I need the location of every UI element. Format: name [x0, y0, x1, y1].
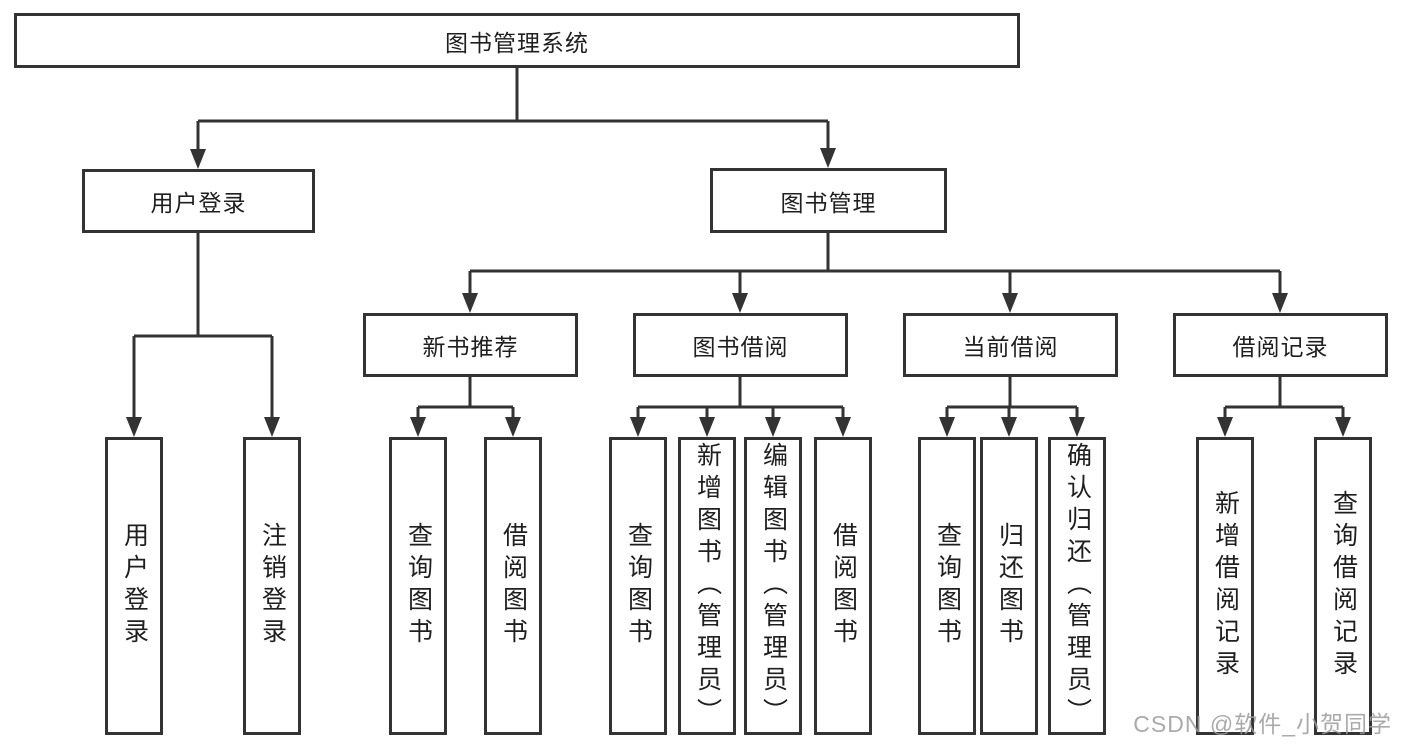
node-label: 编辑图书（管理员）: [759, 442, 788, 730]
arrow-leaf-logout: [264, 417, 280, 437]
node-label: 注销登录: [258, 522, 287, 650]
leaf-borrow-query-books: 查询图书: [609, 437, 667, 735]
leaf-return-books: 归还图书: [980, 437, 1038, 735]
arrow-nb-borrow: [505, 417, 521, 437]
node-label: 确认归还（管理员）: [1063, 442, 1092, 730]
node-label: 图书管理系统: [445, 29, 589, 56]
node-current-borrow: 当前借阅: [903, 313, 1118, 377]
leaf-user-login: 用户登录: [105, 437, 163, 735]
node-label: 用户登录: [120, 522, 149, 650]
node-label: 用户登录: [150, 190, 247, 216]
node-label: 借阅记录: [1232, 334, 1329, 360]
node-book-management: 图书管理: [710, 168, 947, 233]
arrow-book-borrow: [732, 293, 748, 313]
leaf-query-borrow-record: 查询借阅记录: [1314, 437, 1372, 735]
leaf-borrow-books: 借阅图书: [814, 437, 872, 735]
node-new-book-recommend: 新书推荐: [363, 313, 578, 377]
arrow-cb-return: [1001, 417, 1017, 437]
arrow-current-borrow: [1002, 293, 1018, 313]
leaf-add-books-admin: 新增图书（管理员）: [678, 437, 736, 735]
node-label: 查询图书: [933, 522, 962, 650]
arrow-bb-edit: [765, 417, 781, 437]
node-user-login: 用户登录: [82, 169, 315, 233]
watermark: CSDN @软件_小贺同学: [1133, 711, 1392, 737]
arrow-nb-query: [410, 417, 426, 437]
arrow-cb-query: [939, 417, 955, 437]
arrow-book-management: [820, 148, 836, 168]
arrow-cb-confirm: [1069, 417, 1085, 437]
arrow-bb-borrow: [835, 417, 851, 437]
arrow-br-add: [1217, 417, 1233, 437]
arrow-user-login: [190, 149, 206, 169]
node-label: 查询图书: [624, 522, 653, 650]
node-label: 图书管理: [780, 189, 877, 216]
leaf-confirm-return-admin: 确认归还（管理员）: [1048, 437, 1106, 735]
leaf-edit-books-admin: 编辑图书（管理员）: [744, 437, 802, 735]
leaf-newbook-query-books: 查询图书: [389, 437, 447, 735]
arrowheads: [126, 148, 1351, 437]
node-label: 借阅图书: [499, 522, 528, 650]
node-book-borrow: 图书借阅: [633, 313, 848, 377]
leaf-add-borrow-record: 新增借阅记录: [1196, 437, 1254, 735]
leaf-current-query-books: 查询图书: [918, 437, 976, 735]
node-label: 新增图书（管理员）: [693, 442, 722, 730]
leaf-logout: 注销登录: [243, 437, 301, 735]
node-borrow-records: 借阅记录: [1173, 313, 1388, 377]
node-label: 借阅图书: [829, 522, 858, 650]
arrow-br-query: [1335, 417, 1351, 437]
node-label: 查询借阅记录: [1329, 490, 1358, 682]
node-label: 新书推荐: [422, 334, 519, 360]
node-label: 图书借阅: [692, 334, 789, 360]
node-label: 归还图书: [995, 522, 1024, 650]
node-library-management-system: 图书管理系统: [14, 13, 1020, 68]
node-label: 当前借阅: [962, 334, 1059, 360]
arrow-bb-query: [630, 417, 646, 437]
arrow-new-book: [462, 293, 478, 313]
leaf-newbook-borrow-books: 借阅图书: [484, 437, 542, 735]
node-label: 新增借阅记录: [1211, 490, 1240, 682]
arrow-bb-add: [699, 417, 715, 437]
node-label: 查询图书: [404, 522, 433, 650]
arrow-borrow-records: [1272, 293, 1288, 313]
arrow-leaf-login: [126, 417, 142, 437]
